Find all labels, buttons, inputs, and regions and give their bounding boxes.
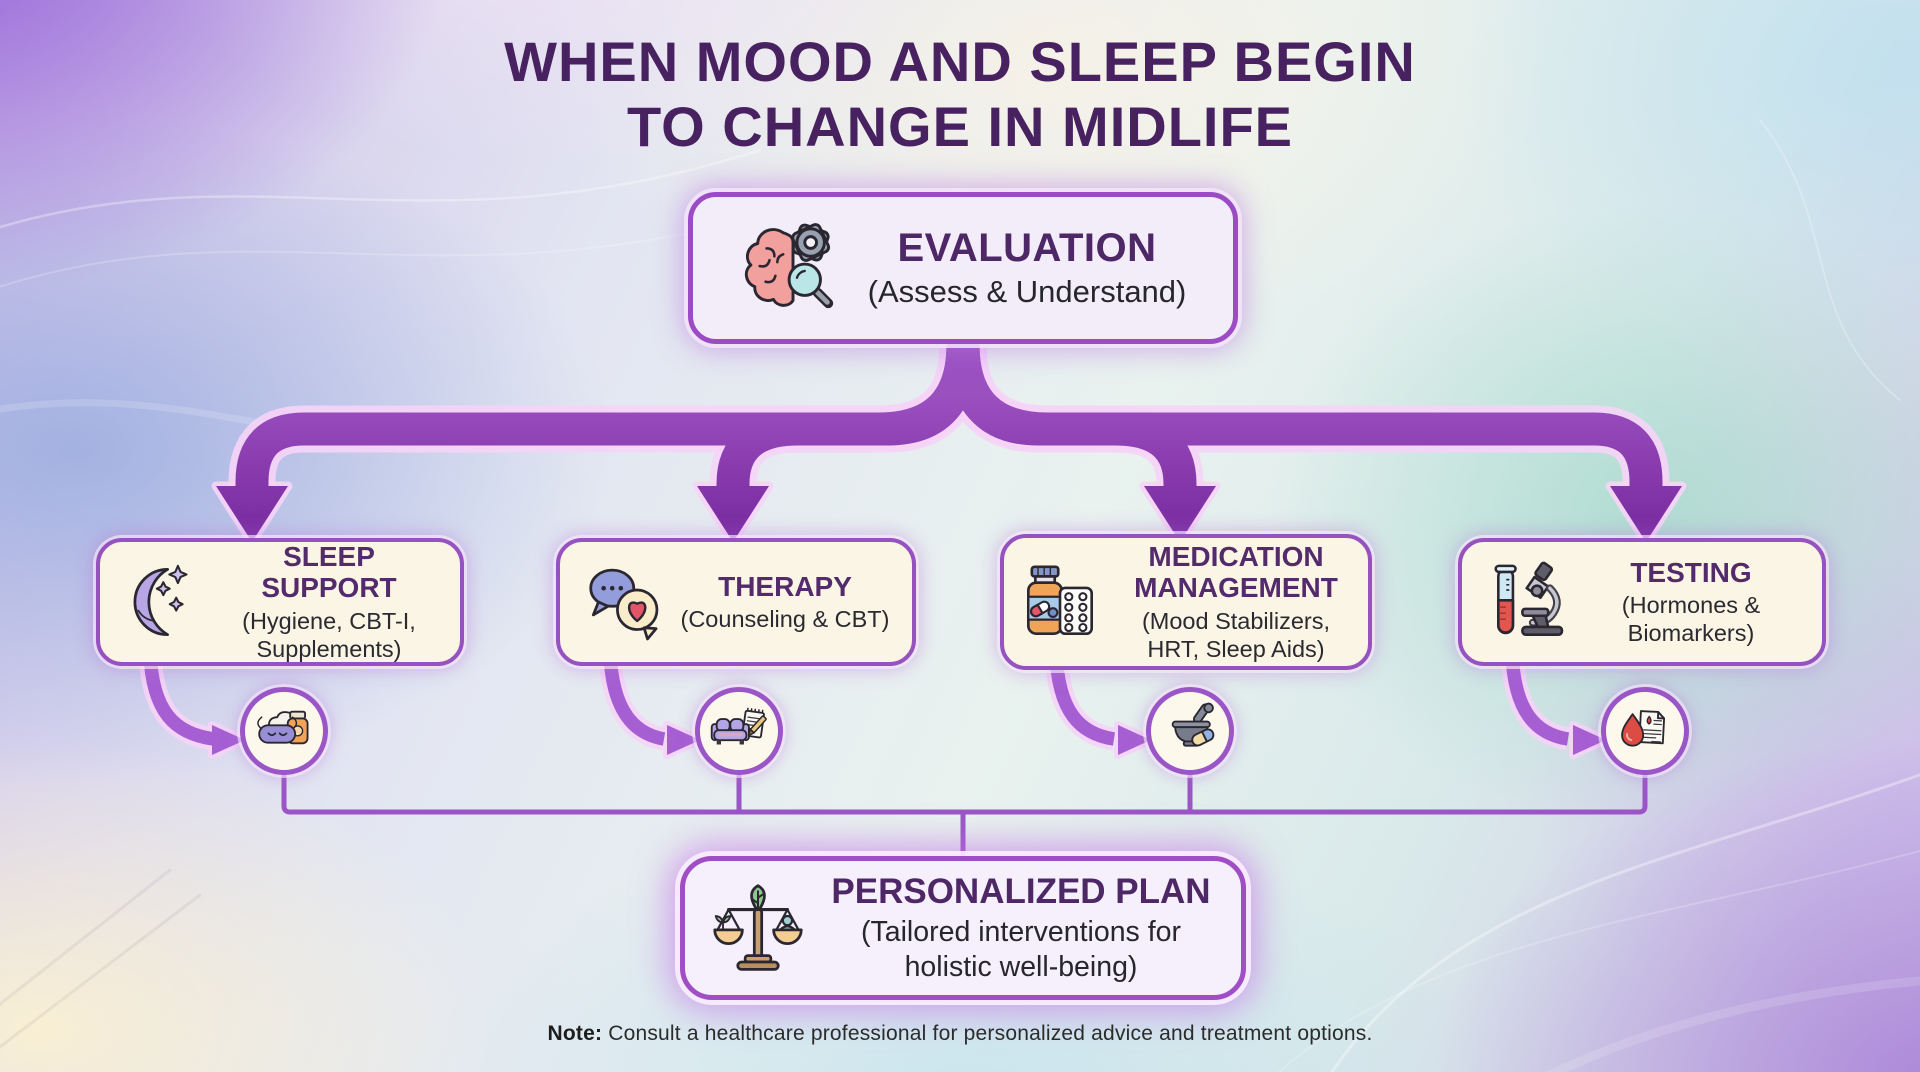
detail-arrowheads [212,725,1606,755]
branch-subtitle: (Counseling & CBT) [680,606,890,633]
plan-title: PERSONALIZED PLAN [831,871,1211,911]
evaluation-title: EVALUATION [897,226,1157,270]
arrowheads [216,486,1682,542]
test-tube-microscope-icon [1488,559,1574,645]
brain-gear-magnifier-icon [740,219,848,317]
footer-note: Note: Consult a healthcare professional … [0,1022,1920,1046]
arrowhead-therapy [697,486,769,542]
crescent-moon-stars-icon [116,559,202,645]
ribbon-to-testing [946,336,1663,492]
personalized-plan-node: PERSONALIZED PLAN (Tailored intervention… [680,856,1246,1000]
ribbon-to-medication [946,336,1197,492]
branch-title: MEDICATION MANAGEMENT [1134,540,1338,604]
page-title-line2: TO CHANGE IN MIDLIFE [626,94,1294,158]
branch-sleep-support: SLEEP SUPPORT (Hygiene, CBT-I, Supplemen… [96,538,464,666]
branch-therapy: THERAPY (Counseling & CBT) [556,538,916,666]
evaluation-subtitle: (Assess & Understand) [867,274,1187,309]
footer-note-label: Note: [547,1022,603,1045]
branch-testing: TESTING (Hormones & Biomarkers) [1458,538,1826,666]
branch-medication-management: MEDICATION MANAGEMENT (Mood Stabilizers,… [1000,534,1372,670]
ribbon-to-sleep-support [235,336,980,492]
detail-circle-testing [1601,687,1689,775]
evaluation-node: EVALUATION (Assess & Understand) [688,192,1238,344]
mortar-pestle-capsule-icon [1159,698,1221,765]
detail-circle-medication [1146,687,1234,775]
branch-subtitle: (Hormones & Biomarkers) [1621,591,1761,647]
pill-bottle-blister-pack-icon [1016,558,1104,646]
arrowhead-testing [1610,486,1682,542]
chat-bubbles-heart-icon [583,559,669,645]
blood-drop-lab-report-icon [1614,698,1676,765]
arrowhead-sleep-support [216,486,288,542]
page-title-line1: WHEN MOOD AND SLEEP BEGIN [504,30,1416,93]
branch-subtitle: (Hygiene, CBT-I, Supplements) [242,607,416,662]
ribbon-layer [235,336,1663,492]
branch-title: SLEEP SUPPORT [261,540,397,604]
page-title: WHEN MOOD AND SLEEP BEGIN TO CHANGE IN M… [0,30,1920,160]
detail-circle-therapy [695,687,783,775]
balance-scale-leaf-icon [709,882,807,974]
sleep-mask-supplement-bottle-icon [253,698,315,765]
therapy-couch-notepad-icon [708,698,770,765]
branch-title: THERAPY [718,570,852,602]
footer-note-text: Consult a healthcare professional for pe… [602,1022,1373,1045]
branch-title: TESTING [1630,556,1752,588]
detail-circle-sleep-support [240,687,328,775]
ribbon-to-therapy [716,336,980,492]
connector-lines [281,773,1648,860]
branch-subtitle: (Mood Stabilizers, HRT, Sleep Aids) [1141,607,1331,662]
plan-subtitle: (Tailored interventions for holistic wel… [861,915,1181,983]
